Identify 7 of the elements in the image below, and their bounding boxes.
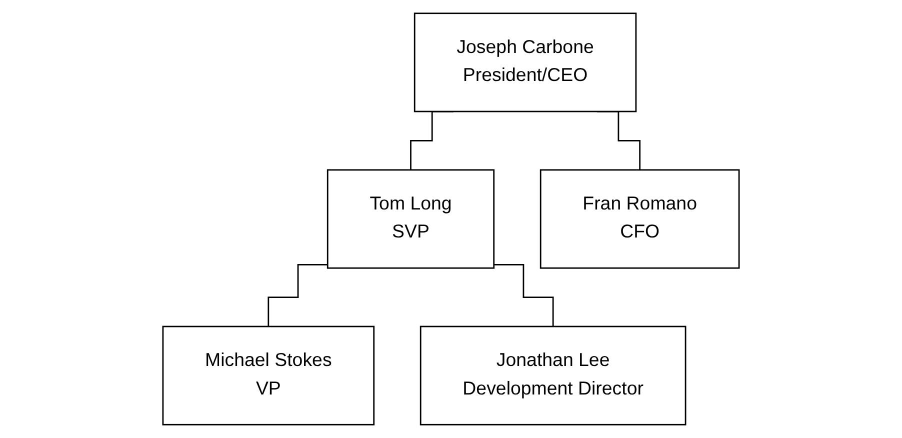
node-box: Tom Long SVP	[326, 169, 495, 269]
node-box: Fran Romano CFO	[540, 169, 740, 269]
connector	[494, 264, 554, 328]
node-box: Jonathan Lee Development Director	[420, 326, 686, 426]
node-box: Michael Stokes VP	[162, 326, 375, 426]
connector	[268, 264, 328, 328]
node-box: Joseph Carbone President/CEO	[414, 12, 637, 112]
